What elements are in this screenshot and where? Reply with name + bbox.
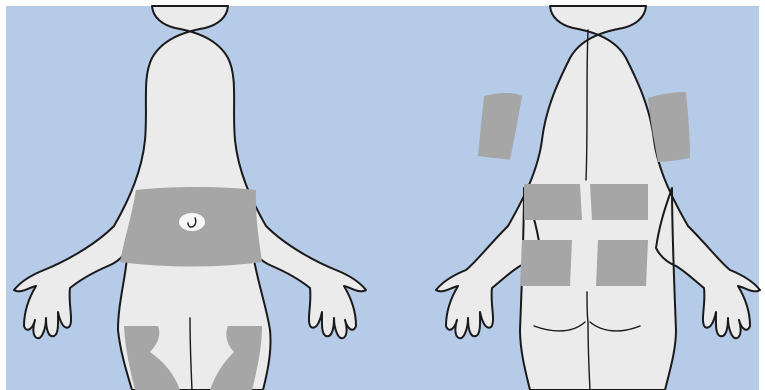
- navel-icon: [179, 213, 205, 231]
- back-right-buttock-site: [596, 240, 648, 286]
- back-left-buttock-site: [520, 240, 572, 286]
- back-lower-back-left-site: [524, 184, 582, 220]
- back-lower-back-right-site: [590, 184, 648, 220]
